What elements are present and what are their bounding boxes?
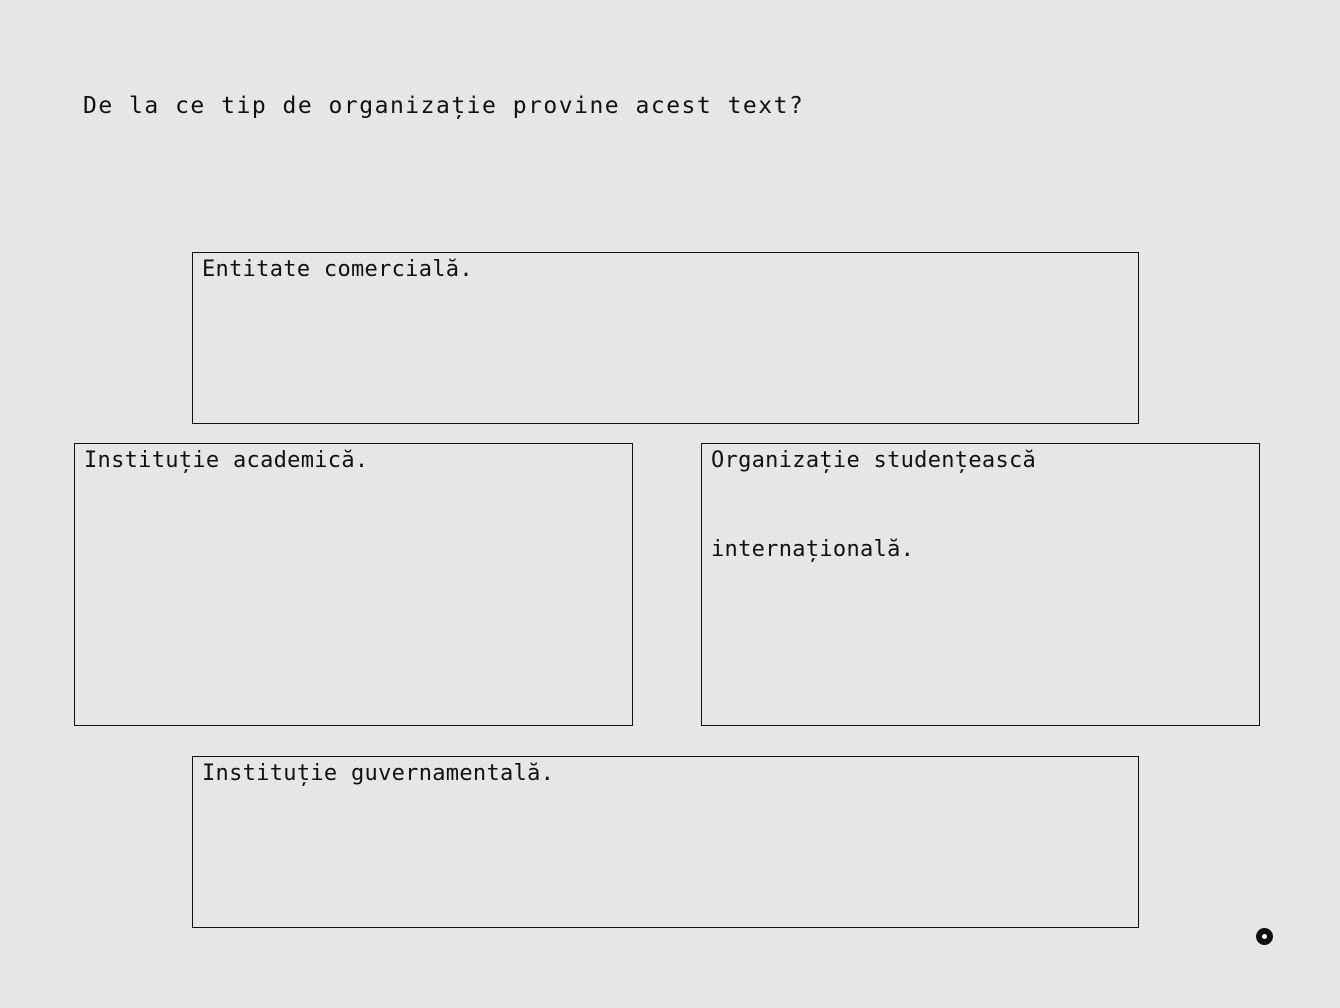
cursor-ring-icon — [1256, 928, 1273, 945]
option-label: Instituție guvernamentală. — [202, 761, 555, 786]
option-academic-institution[interactable]: Instituție academică. — [74, 443, 633, 726]
option-label: Entitate comercială. — [202, 257, 473, 282]
option-government-institution[interactable]: Instituție guvernamentală. — [192, 756, 1139, 928]
option-label: Instituție academică. — [84, 448, 369, 473]
option-commercial-entity[interactable]: Entitate comercială. — [192, 252, 1139, 424]
option-label: Organizație studențească internațională. — [711, 448, 1037, 562]
question-text: De la ce tip de organizație provine aces… — [83, 93, 805, 119]
option-international-student-organization[interactable]: Organizație studențească internațională. — [701, 443, 1260, 726]
